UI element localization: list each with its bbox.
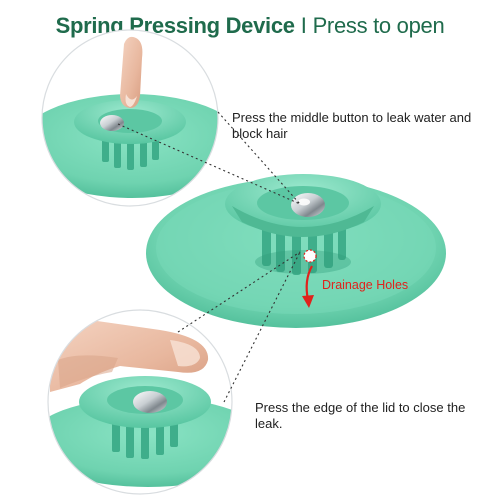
caption-press-edge: Press the edge of the lid to close the l… [255, 400, 466, 431]
bottom-inset-frame [47, 309, 233, 495]
curved-arrow-down-icon [302, 265, 314, 308]
cage-legs [262, 222, 346, 275]
top-inset-photo [42, 30, 218, 206]
title-rest: Press to open [312, 13, 445, 38]
bottom-inset-photo [48, 310, 232, 494]
drainage-hole-marker [303, 249, 317, 263]
top-inset-frame [41, 29, 219, 207]
title-separator: I [300, 13, 307, 38]
title-bold: Spring Pressing Device [55, 13, 295, 38]
main-stopper [146, 174, 446, 328]
pointer-lines [117, 111, 301, 403]
drainage-holes-label: Drainage Holes [322, 278, 409, 292]
caption-press-button: Press the middle button to leak water an… [232, 110, 472, 141]
